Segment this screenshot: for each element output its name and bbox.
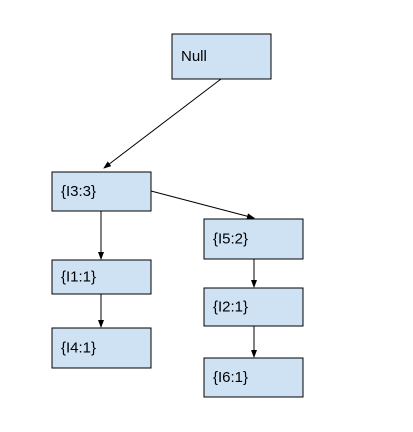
- node-label-i2: {I2:1}: [213, 299, 248, 316]
- node-i6: {I6:1}: [203, 357, 304, 398]
- node-box-i4: [51, 327, 152, 369]
- node-box-i1: [51, 259, 152, 295]
- node-box-i3: [51, 171, 152, 212]
- nodes-layer: Null {I3:3} {I1:1} {I4:1} {I5:2} {I2:1} {I6:1}: [51, 33, 304, 398]
- node-label-i1: {I1:1}: [61, 269, 96, 286]
- node-box-null: [171, 33, 272, 80]
- node-i4: {I4:1}: [51, 327, 152, 369]
- node-box-i2: [203, 287, 304, 327]
- edge-null-to-i3: [103, 78, 222, 169]
- node-box-i5: [203, 218, 304, 260]
- node-i5: {I5:2}: [203, 218, 304, 260]
- edges-layer: [98, 78, 257, 358]
- node-label-i6: {I6:1}: [213, 369, 248, 386]
- node-i1: {I1:1}: [51, 259, 152, 295]
- node-label-i5: {I5:2}: [213, 231, 248, 248]
- node-label-null: Null: [181, 48, 207, 65]
- node-null: Null: [171, 33, 272, 80]
- node-i3: {I3:3}: [51, 171, 152, 212]
- node-label-i4: {I4:1}: [61, 340, 96, 357]
- edge-i3-to-i5: [150, 190, 255, 220]
- node-i2: {I2:1}: [203, 287, 304, 327]
- node-box-i6: [203, 357, 304, 398]
- node-label-i3: {I3:3}: [61, 183, 96, 200]
